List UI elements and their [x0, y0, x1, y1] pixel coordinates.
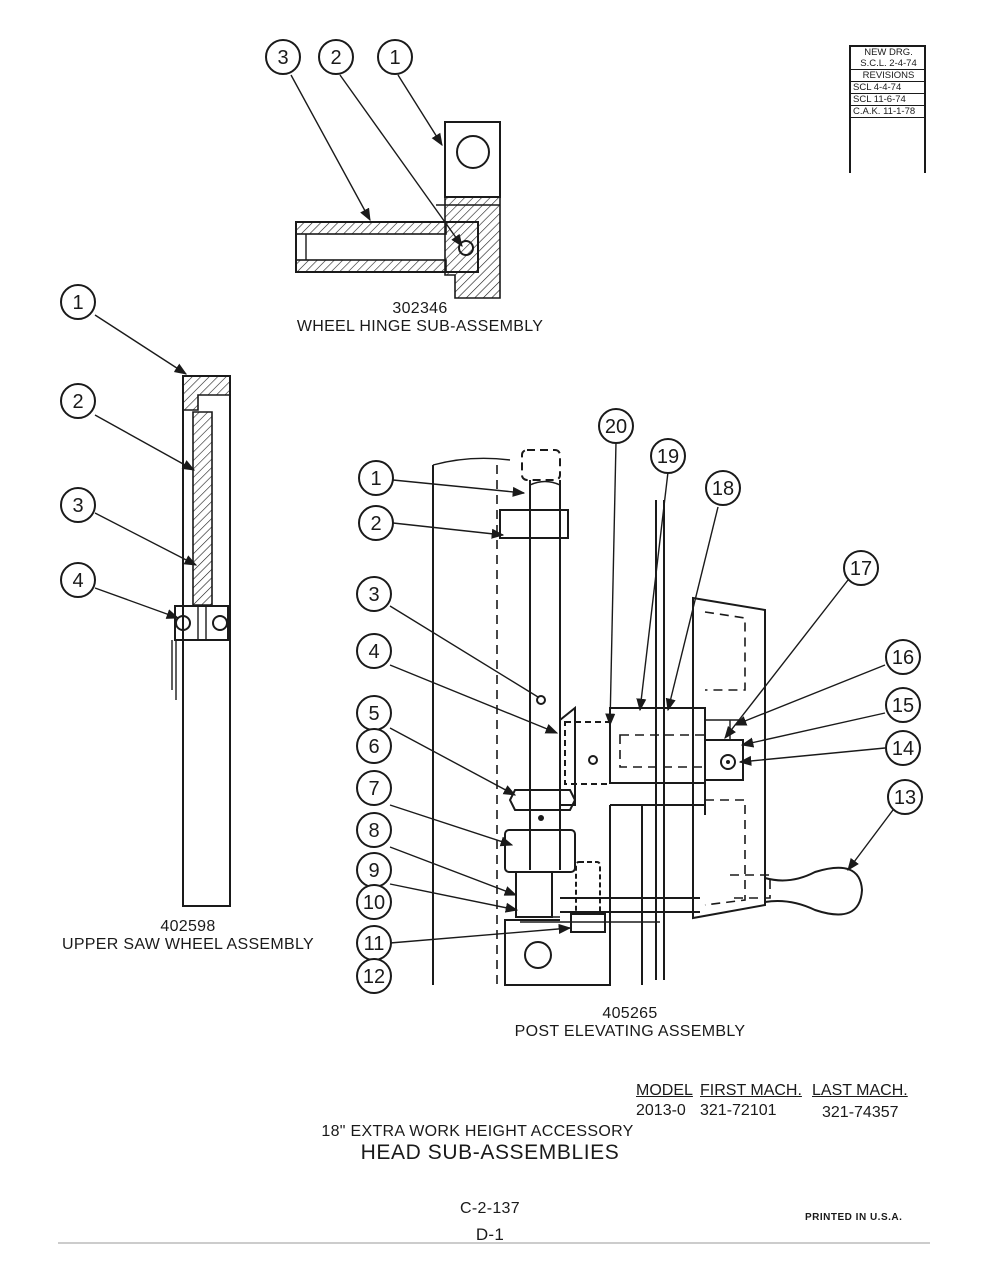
callout-bubble	[60, 487, 96, 523]
callout-bubble	[598, 408, 634, 444]
upper-saw-wheel-drawing	[171, 375, 231, 907]
callout-bubble	[318, 39, 354, 75]
callout-bubble	[887, 779, 923, 815]
leader-lines	[94, 74, 894, 944]
callout-bubble	[265, 39, 301, 75]
post-elevating-callouts: 1 2 3 4 5 6 7 8 9 10 11 12 13 14 15 16 1…	[356, 408, 923, 994]
last-mach-header: LAST MACH.	[812, 1082, 908, 1099]
callout-label: 13	[894, 787, 916, 809]
callout-bubble	[356, 728, 392, 764]
wheel-hinge-title: WHEEL HINGE SUB-ASSEMBLY	[296, 318, 544, 335]
callout-label: 7	[368, 778, 379, 800]
document-number: C-2-137	[460, 1200, 520, 1217]
callout-label: 19	[657, 446, 679, 468]
callout-label: 3	[72, 495, 83, 517]
revision-entry: C.A.K. 11-1-78	[851, 106, 924, 118]
callout-bubble	[356, 633, 392, 669]
callout-label: 10	[363, 892, 385, 914]
revision-entry: SCL 4-4-74	[851, 82, 924, 94]
wheel-hinge-part-number: 302346	[392, 300, 448, 317]
first-mach-header: FIRST MACH.	[700, 1082, 802, 1099]
callout-label: 2	[72, 391, 83, 413]
post-elevating-title: POST ELEVATING ASSEMBLY	[514, 1023, 746, 1040]
revision-block: NEW DRG. S.C.L. 2-4-74 REVISIONS SCL 4-4…	[849, 45, 926, 173]
callout-label: 1	[72, 292, 83, 314]
callout-label: 1	[389, 47, 400, 69]
callout-label: 15	[892, 695, 914, 717]
page-number: D-1	[475, 1225, 505, 1244]
accessory-title: 18" EXTRA WORK HEIGHT ACCESSORY	[321, 1123, 634, 1140]
callout-label: 14	[892, 738, 914, 760]
callout-label: 12	[363, 966, 385, 988]
callout-label: 17	[850, 558, 872, 580]
callout-label: 11	[364, 933, 385, 955]
main-title: HEAD SUB-ASSEMBLIES	[360, 1141, 620, 1164]
revisions-header: REVISIONS	[851, 70, 924, 82]
callout-label: 20	[605, 416, 627, 438]
upper-saw-wheel-title: UPPER SAW WHEEL ASSEMBLY	[61, 936, 314, 953]
printed-in-label: PRINTED IN U.S.A.	[805, 1212, 903, 1223]
wheel-hinge-callouts: 3 2 1	[265, 39, 413, 75]
callout-label: 4	[72, 570, 83, 592]
wheel-hinge-drawing	[295, 121, 501, 299]
callout-bubble	[358, 505, 394, 541]
initial-drawing-date: S.C.L. 2-4-74	[851, 58, 924, 70]
callout-bubble	[60, 562, 96, 598]
callout-bubble	[356, 576, 392, 612]
callout-bubble	[885, 639, 921, 675]
callout-bubble	[885, 687, 921, 723]
upper-saw-wheel-part-number: 402598	[160, 918, 216, 935]
callout-bubble	[885, 730, 921, 766]
last-mach-value: 321-74357	[822, 1104, 899, 1121]
wheel-hinge-caption: 302346 WHEEL HINGE SUB-ASSEMBLY	[290, 300, 550, 336]
callout-label: 6	[368, 736, 379, 758]
callout-bubble	[358, 460, 394, 496]
post-elevating-drawing	[432, 449, 864, 986]
first-mach-value: 321-72101	[700, 1102, 777, 1119]
callout-bubble	[60, 284, 96, 320]
callout-label: 9	[368, 860, 379, 882]
callout-label: 3	[368, 584, 379, 606]
callout-label: 5	[368, 703, 379, 725]
callout-bubble	[843, 550, 879, 586]
callout-label: 3	[277, 47, 288, 69]
upper-saw-wheel-caption: 402598 UPPER SAW WHEEL ASSEMBLY	[52, 918, 324, 954]
callout-bubble	[356, 958, 392, 994]
callout-bubble	[60, 383, 96, 419]
post-elevating-part-number: 405265	[602, 1005, 658, 1022]
callout-label: 16	[892, 647, 914, 669]
post-elevating-caption: 405265 POST ELEVATING ASSEMBLY	[500, 1005, 760, 1041]
callout-label: 1	[370, 468, 381, 490]
callout-label: 18	[712, 478, 734, 500]
model-value: 2013-0	[636, 1102, 686, 1119]
callout-bubble	[356, 770, 392, 806]
callout-label: 2	[330, 47, 341, 69]
callout-bubble	[356, 884, 392, 920]
callout-label: 2	[370, 513, 381, 535]
callout-bubble	[705, 470, 741, 506]
callout-bubble	[356, 812, 392, 848]
callout-label: 8	[368, 820, 379, 842]
callout-bubble	[650, 438, 686, 474]
callout-bubble	[377, 39, 413, 75]
upper-saw-wheel-callouts: 1 2 3 4	[60, 284, 96, 598]
new-drawing-label: NEW DRG.	[864, 47, 913, 58]
revision-entry: SCL 11-6-74	[851, 94, 924, 106]
callout-label: 4	[368, 641, 379, 663]
model-header: MODEL	[636, 1082, 693, 1099]
